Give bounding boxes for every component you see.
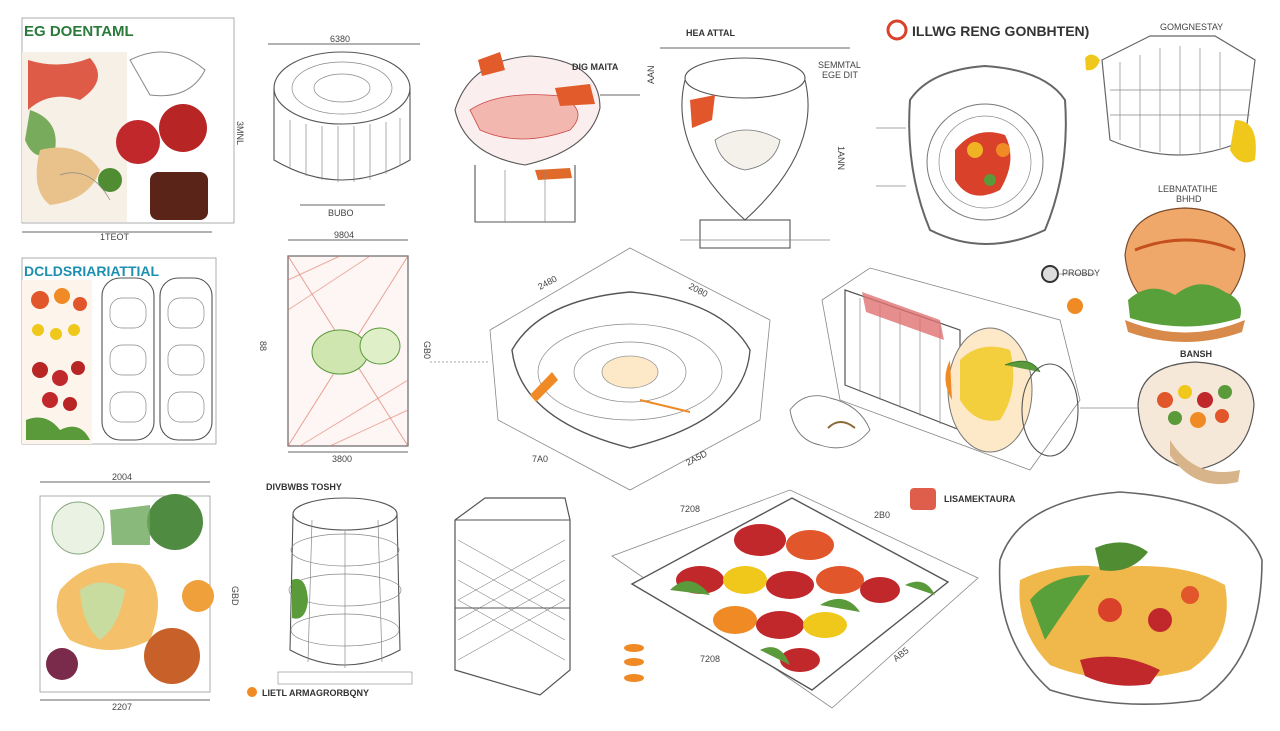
dim-label: 2A5D xyxy=(684,448,709,468)
panel-top-left-collage: EG DOENTAML 1TEOT xyxy=(21,17,235,242)
dim-label: 2004 xyxy=(112,472,132,482)
panel-grill-basket: GOMGNESTAY LEBNATATIHE BHHD xyxy=(1085,22,1256,204)
label-divbwbs: DIVBWBS TOSHY xyxy=(266,482,342,492)
label-bhhd: BHHD xyxy=(1176,194,1202,204)
panel-title-illwg: ILLWG RENG GONBHTEN) xyxy=(912,23,1089,39)
panel-plated-dish: LISAMEKTAURA xyxy=(910,488,1263,706)
dim-label: 88 xyxy=(258,341,268,351)
dim-label: 7A0 xyxy=(532,454,548,464)
caption-bottom: LIETL ARMAGRORBQNY xyxy=(247,687,369,698)
dim-label: GB0 xyxy=(422,341,432,359)
label-dig-maita: DIG MAITA xyxy=(572,62,619,72)
dim-label: 2207 xyxy=(112,702,132,712)
dim-label: 1TEOT xyxy=(100,232,130,242)
panel-vessel: HEA ATTAL AAN SEMMTAL EGE DIT 1ANN xyxy=(646,28,861,249)
dim-label: 3800 xyxy=(332,454,352,464)
dim-label: 6380 xyxy=(330,34,350,44)
dim-label: 3MNL xyxy=(235,121,245,145)
panel-bottom-left-collage: 2004 2207 GBD xyxy=(39,472,240,712)
panel-ornate-plate: ILLWG RENG GONBHTEN) xyxy=(876,19,1089,245)
dim-label: GBD xyxy=(230,586,240,606)
label-hea-attal: HEA ATTAL xyxy=(686,28,735,38)
panel-pasta-tray: 7208 2B0 7208 AB5 xyxy=(611,489,979,709)
panel-central-tray: 2480 2080 7A0 2A5D xyxy=(430,247,771,491)
dim-label: 9804 xyxy=(334,230,354,240)
panel-cylinder-sketch: 6380 3MNL BUBO xyxy=(235,34,420,218)
label-probdy: PROBDY xyxy=(1062,268,1100,278)
dim-label: 7208 xyxy=(680,504,700,514)
dim-label: 2480 xyxy=(536,274,558,292)
label-gomgnestay: GOMGNESTAY xyxy=(1160,22,1223,32)
panel-mesh-box xyxy=(454,497,644,696)
dim-label: AB5 xyxy=(891,645,911,663)
panel-red-bowl: DIG MAITA xyxy=(454,52,640,223)
note-ege-dit: EGE DIT xyxy=(822,70,859,80)
label-lisamektaura: LISAMEKTAURA xyxy=(944,494,1016,504)
note-semmtal: SEMMTAL xyxy=(818,60,861,70)
panel-roll-cutaway xyxy=(789,267,1081,471)
panel-wire-cylinder: DIVBWBS TOSHY xyxy=(266,482,413,685)
panel-salad-bowl: PROBDY xyxy=(1041,207,1246,342)
bullet-icon xyxy=(247,687,257,697)
label-bansh: BANSH xyxy=(1180,349,1212,359)
panel-title-eg: EG DOENTAML xyxy=(24,23,134,40)
panel-title-dcldsr: DCLDSRIARIATTIAL xyxy=(24,263,160,279)
panel-mid-left-collage: DCLDSRIARIATTIAL xyxy=(21,257,217,445)
dim-label: 2B0 xyxy=(874,510,890,520)
dim-label: 1ANN xyxy=(836,146,846,170)
panel-patterned-board: 9804 88 GB0 3800 xyxy=(258,230,432,464)
dim-label: 7208 xyxy=(700,654,720,664)
dim-label: BUBO xyxy=(328,208,354,218)
caption-lietl: LIETL ARMAGRORBQNY xyxy=(262,688,369,698)
dim-label: 2080 xyxy=(687,281,709,299)
label-lebnatatihe: LEBNATATIHE xyxy=(1158,184,1218,194)
target-icon xyxy=(886,19,908,41)
dim-label: AAN xyxy=(646,65,656,84)
panel-veg-bowl: BANSH xyxy=(1080,349,1255,485)
